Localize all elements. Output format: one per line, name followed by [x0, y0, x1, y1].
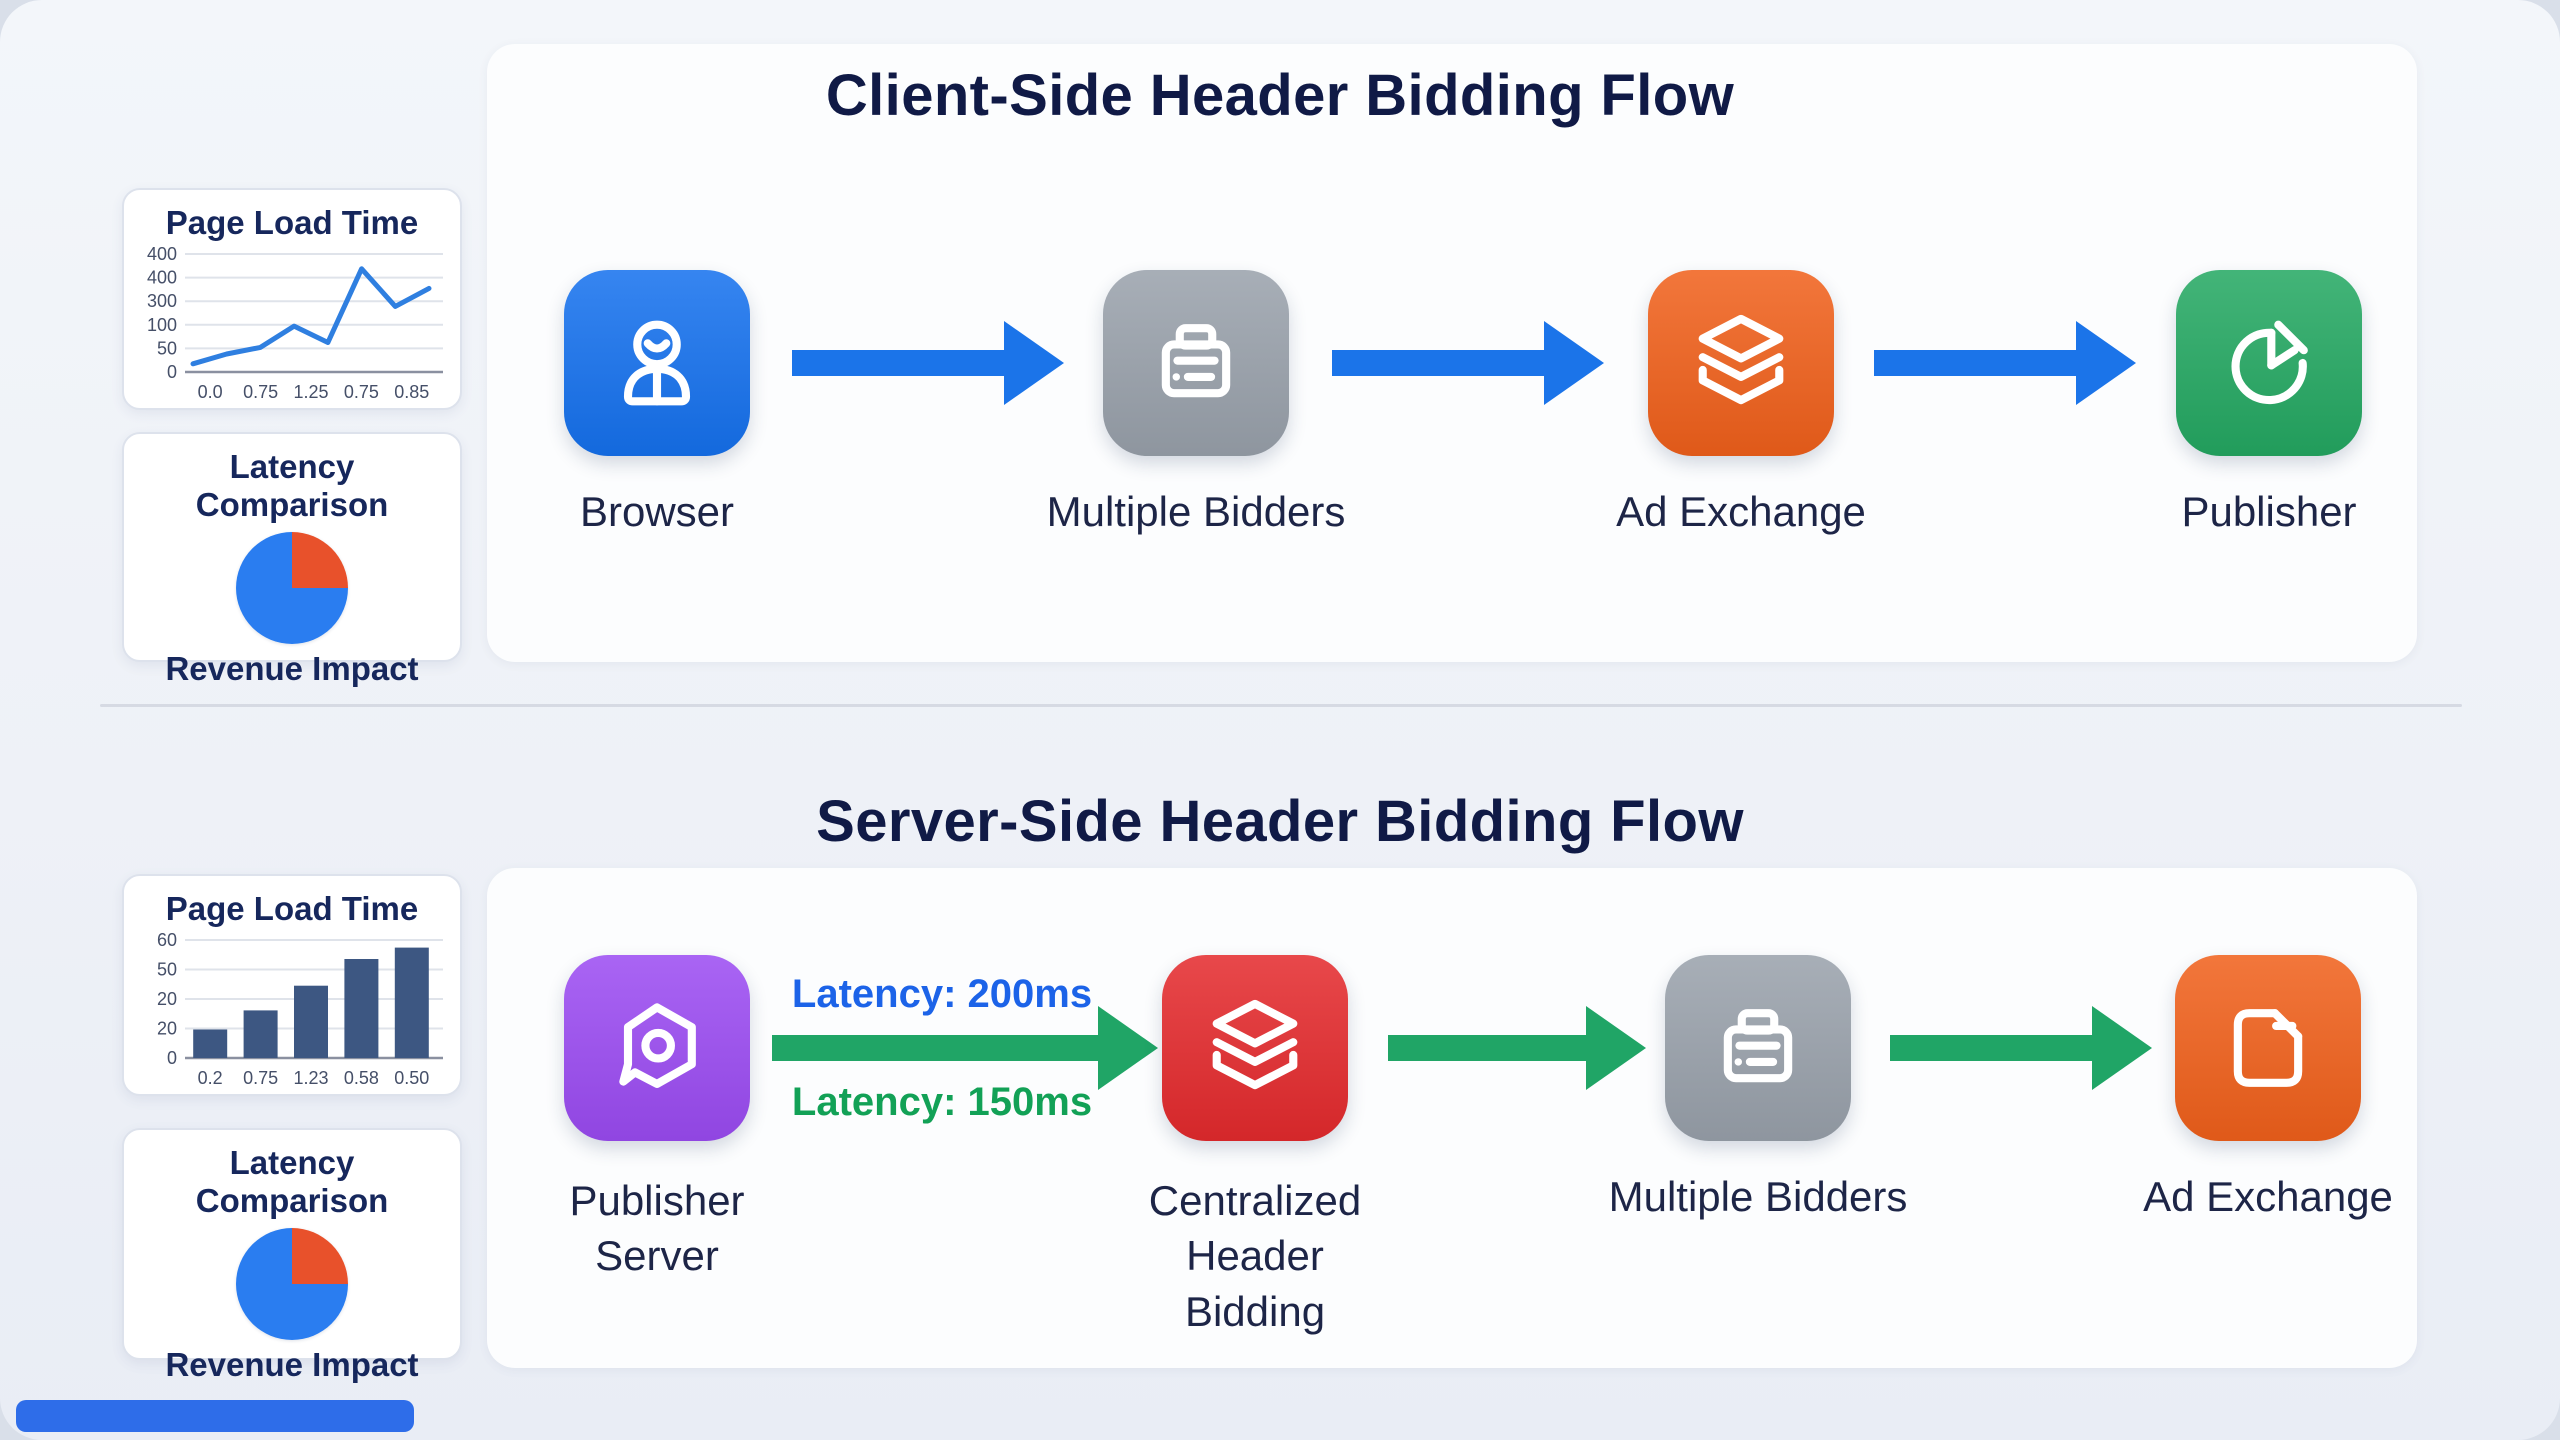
server-flow-panel [487, 868, 2417, 1368]
document-icon [2175, 955, 2361, 1141]
node-label: Publisher [2181, 488, 2357, 535]
svg-text:20: 20 [157, 989, 177, 1009]
arrow-right [1332, 321, 1604, 405]
node-multiple-bidders: Multiple Bidders [1047, 270, 1345, 535]
svg-text:1.23: 1.23 [293, 1068, 328, 1088]
pie-chart-icon [2176, 270, 2362, 456]
svg-text:0.75: 0.75 [243, 382, 278, 402]
layers-icon [1648, 270, 1834, 456]
node-ad-exchange: Ad Exchange [1616, 270, 1866, 535]
node-label: Ad Exchange [2143, 1173, 2393, 1220]
layers-icon [1162, 955, 1348, 1141]
svg-text:100: 100 [147, 315, 177, 335]
svg-text:20: 20 [157, 1019, 177, 1039]
arrow-right [1388, 1006, 1646, 1090]
arrow-right [772, 1006, 1158, 1090]
hexagon-chat-icon [564, 955, 750, 1141]
node-publisher-server: Publisher Server [564, 955, 750, 1279]
arrow-right [1890, 1006, 2152, 1090]
section-divider [100, 704, 2462, 707]
svg-text:400: 400 [147, 268, 177, 288]
svg-text:0.75: 0.75 [243, 1068, 278, 1088]
node-label: Centralized Header Bidding [1148, 1177, 1362, 1335]
arrow-right [1874, 321, 2136, 405]
svg-text:300: 300 [147, 291, 177, 311]
node-label: Publisher Server [569, 1177, 745, 1280]
bar-chart: 60 50 20 20 0 0.2 0.75 1.23 0.58 0.50 [137, 930, 449, 1088]
user-icon [564, 270, 750, 456]
svg-text:50: 50 [157, 338, 177, 358]
svg-text:50: 50 [157, 960, 177, 980]
latency-200ms-label: Latency: 200ms [791, 972, 1093, 1016]
svg-text:0.50: 0.50 [394, 1068, 429, 1088]
card-caption: Revenue Impact [165, 1346, 419, 1383]
svg-text:0.85: 0.85 [394, 382, 429, 402]
client-section-title: Client-Side Header Bidding Flow [825, 63, 1735, 128]
briefcase-icon [1665, 955, 1851, 1141]
svg-text:0: 0 [167, 362, 177, 382]
node-browser: Browser [564, 270, 750, 535]
svg-text:400: 400 [147, 244, 177, 264]
node-centralized-header-bidding: Centralized Header Bidding [1149, 955, 1361, 1335]
card-latency-comparison-top: Latency Comparison Revenue Impact [122, 432, 462, 687]
svg-text:0.75: 0.75 [344, 382, 379, 402]
svg-text:0.0: 0.0 [198, 382, 223, 402]
pie-chart [236, 1228, 348, 1340]
server-section-title: Server-Side Header Bidding Flow [816, 789, 1744, 854]
briefcase-icon [1103, 270, 1289, 456]
footer-bar [16, 1400, 414, 1432]
pie-chart [236, 532, 348, 644]
card-title: Latency Comparison [195, 1144, 389, 1219]
node-label: Browser [579, 488, 735, 535]
card-caption: Revenue Impact [165, 650, 419, 687]
card-page-load-time-line: Page Load Time 400 400 300 100 50 0 0.0 0.75 1.2… [122, 188, 462, 410]
svg-text:0.2: 0.2 [198, 1068, 223, 1088]
svg-text:1.25: 1.25 [293, 382, 328, 402]
node-publisher: Publisher [2176, 270, 2362, 535]
line-chart: 400 400 300 100 50 0 0.0 0.75 1.25 0.75 0.85 [137, 244, 449, 402]
card-title: Page Load Time [165, 890, 419, 927]
latency-150ms-label: Latency: 150ms [791, 1080, 1093, 1124]
card-title: Page Load Time [165, 204, 419, 241]
svg-text:0: 0 [167, 1048, 177, 1068]
node-label: Ad Exchange [1616, 488, 1866, 535]
arrow-right [792, 321, 1064, 405]
node-label: Multiple Bidders [1608, 1173, 1908, 1220]
node-multiple-bidders: Multiple Bidders [1609, 955, 1907, 1220]
card-title: Latency Comparison [195, 448, 389, 523]
svg-text:60: 60 [157, 930, 177, 950]
card-page-load-time-bar: Page Load Time 60 50 20 20 0 0.2 0.75 1.23 0.58 0… [122, 874, 462, 1096]
svg-text:0.58: 0.58 [344, 1068, 379, 1088]
node-label: Multiple Bidders [1046, 488, 1346, 535]
node-ad-exchange: Ad Exchange [2143, 955, 2393, 1220]
card-latency-comparison-bottom: Latency Comparison Revenue Impact [122, 1128, 462, 1383]
